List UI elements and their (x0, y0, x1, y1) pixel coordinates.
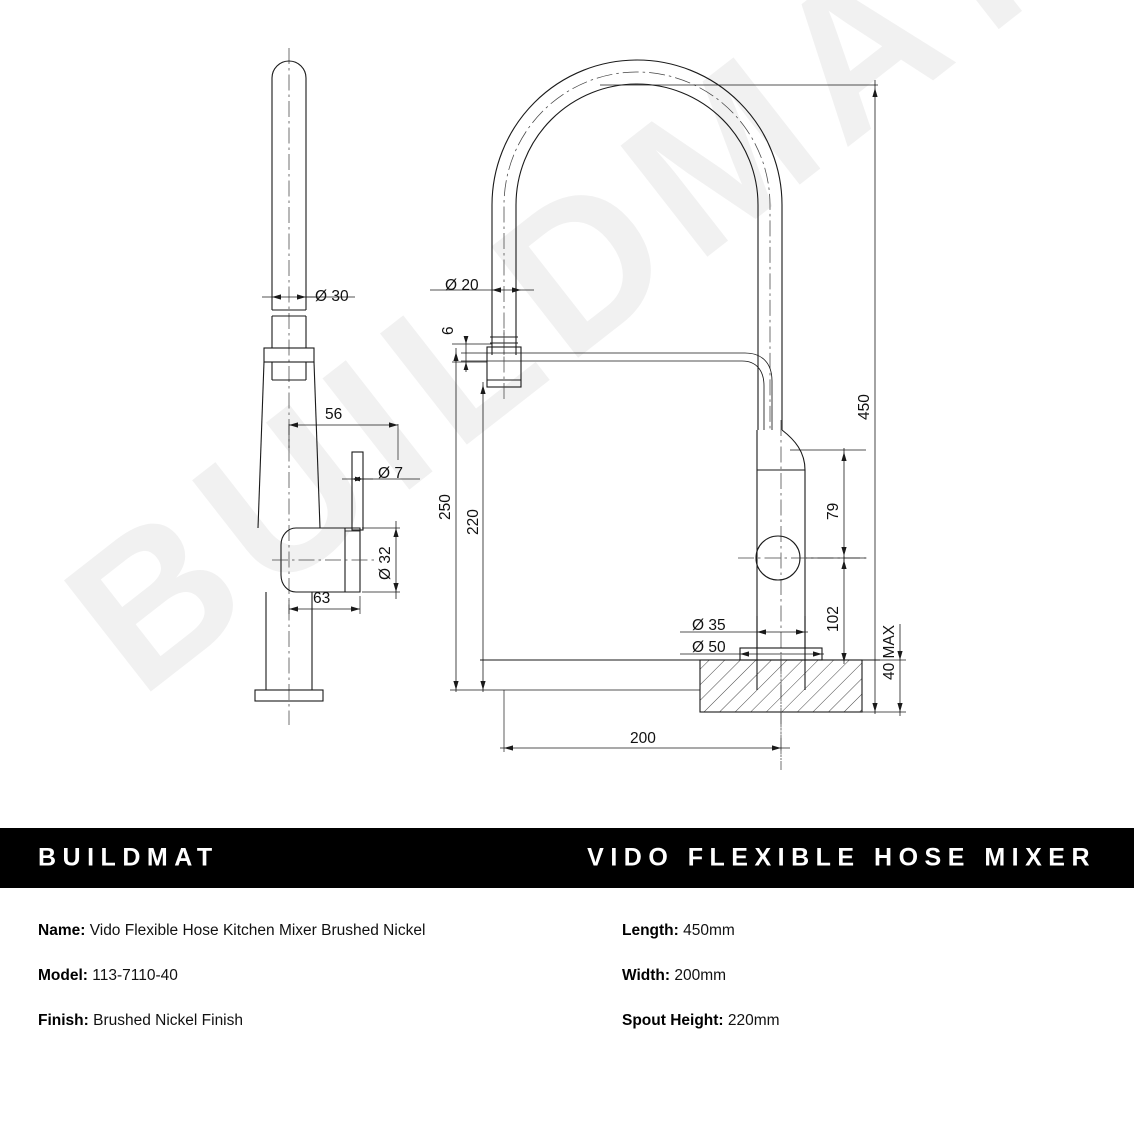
dim-label-right-79: 79 (825, 503, 842, 520)
spec-value-width: 200mm (674, 967, 727, 984)
spec-label-length: Length: (622, 922, 684, 939)
side-view-group: Ø 30 56 Ø 7 Ø 32 (254, 48, 420, 725)
dim-label-side-offset-56: 56 (325, 406, 342, 423)
gooseneck-inner-contour (515, 83, 759, 430)
dim-63-arrow-right (351, 606, 360, 612)
gooseneck-outer-contour (491, 59, 783, 430)
dim-label-side-dia-top: Ø 30 (315, 288, 349, 305)
dim-label-reach-200: 200 (630, 730, 656, 747)
dim-d50-arrow-left (740, 651, 749, 657)
spec-row-model: Model: 113-7110-40 (38, 967, 598, 1012)
dim-56-arrow-left (289, 422, 298, 428)
handle-circle (755, 535, 801, 581)
dim-d30-arrow-left (272, 294, 281, 300)
dim-450-arrow-bottom (872, 703, 878, 712)
side-upper-tube (271, 60, 307, 310)
body-shoulder (781, 429, 806, 471)
spec-row-length: Length: 450mm (622, 922, 1082, 967)
spec-row-spout-height: Spout Height: 220mm (622, 1012, 1082, 1057)
dim-220-arrow-top (480, 385, 486, 394)
dim-d30-arrow-right (297, 294, 306, 300)
dim-label-base-dia-50: Ø 50 (692, 639, 726, 656)
dim-200-arrow-right (772, 745, 781, 751)
specification-panel: Name: Vido Flexible Hose Kitchen Mixer B… (0, 888, 1134, 1134)
spec-label-spout-height: Spout Height: (622, 1012, 728, 1029)
front-view-dimensions: Ø 20 6 250 220 (430, 80, 906, 752)
spec-row-width: Width: 200mm (622, 967, 1082, 1012)
spec-value-name: Vido Flexible Hose Kitchen Mixer Brushed… (89, 922, 426, 939)
dim-label-side-body-dia: Ø 32 (377, 546, 394, 580)
dim-40max-arrow-bottom (897, 703, 903, 712)
dim-label-right-total-450: 450 (856, 394, 873, 420)
spec-value-finish: Brushed Nickel Finish (93, 1012, 244, 1029)
spec-row-name: Name: Vido Flexible Hose Kitchen Mixer B… (38, 922, 598, 967)
spec-column-left: Name: Vido Flexible Hose Kitchen Mixer B… (38, 922, 598, 1057)
dim-d32-arrow-bottom (393, 583, 399, 592)
dim-79-arrow-top (841, 452, 847, 461)
dim-label-side-lever-dia: Ø 7 (378, 465, 403, 482)
front-view-group (461, 59, 880, 770)
side-body-left-taper (257, 361, 265, 529)
dim-label-base-dia-35: Ø 35 (692, 617, 726, 634)
side-base-flange (254, 689, 324, 702)
spec-label-finish: Finish: (38, 1012, 94, 1029)
dim-200-arrow-left (504, 745, 513, 751)
spec-value-spout-height: 220mm (727, 1012, 780, 1029)
dim-d32-arrow-top (393, 528, 399, 537)
dim-d35-arrow-left (757, 629, 766, 635)
spec-label-width: Width: (622, 967, 675, 984)
dim-102-arrow-bottom (841, 653, 847, 662)
spec-value-model: 113-7110-40 (92, 967, 178, 984)
watermark-group: BUILDMAT (26, 0, 1099, 735)
dim-6-arrow-top (463, 336, 469, 344)
dim-40max-arrow-top (897, 651, 903, 660)
spec-column-right: Length: 450mm Width: 200mm Spout Height:… (622, 922, 1082, 1057)
side-collar-band (263, 347, 315, 363)
watermark-text: BUILDMAT (26, 0, 1099, 735)
gooseneck-centerline (503, 71, 771, 430)
dim-label-side-width-63: 63 (313, 590, 330, 607)
spec-value-length: 450mm (683, 922, 735, 939)
dim-d20-arrow-right (512, 287, 521, 293)
side-lever-stem (351, 451, 364, 531)
dim-102-arrow-top (841, 560, 847, 569)
spec-label-model: Model: (38, 967, 93, 984)
dim-d50-arrow-right (813, 651, 822, 657)
pullout-hose-upper (461, 352, 773, 430)
dim-63-arrow-left (289, 606, 298, 612)
brand-name: BUILDMAT (38, 843, 219, 872)
spec-row-finish: Finish: Brushed Nickel Finish (38, 1012, 598, 1057)
dim-d35-arrow-right (796, 629, 805, 635)
pullout-hose-lower (461, 360, 765, 430)
dim-450-arrow-top (872, 88, 878, 97)
dim-label-front-height-250: 250 (437, 494, 454, 520)
dim-d7-arrow-right (355, 476, 363, 482)
dim-d20-arrow-left (492, 287, 501, 293)
dim-56-arrow-right (389, 422, 398, 428)
dim-label-front-gap-6: 6 (440, 326, 457, 335)
side-body-right-taper (313, 361, 321, 529)
dim-label-right-102: 102 (825, 606, 842, 632)
dim-label-right-40max: 40 MAX (881, 624, 898, 680)
technical-drawing-svg: BUILDMAT (26, 0, 1099, 770)
product-title: VIDO FLEXIBLE HOSE MIXER (587, 843, 1096, 872)
title-bar: BUILDMAT VIDO FLEXIBLE HOSE MIXER (0, 828, 1134, 888)
dim-250-arrow-top (453, 352, 459, 361)
dim-6-arrow-bottom (463, 362, 469, 370)
technical-drawing-area: BUILDMAT (26, 0, 1100, 770)
dim-250-arrow-bottom (453, 681, 459, 690)
dim-label-front-spout-dia: Ø 20 (445, 277, 479, 294)
side-mixer-housing (280, 527, 361, 593)
dim-79-arrow-bottom (841, 547, 847, 556)
dim-label-front-height-220: 220 (465, 509, 482, 535)
spec-label-name: Name: (38, 922, 90, 939)
dim-220-arrow-bottom (480, 681, 486, 690)
